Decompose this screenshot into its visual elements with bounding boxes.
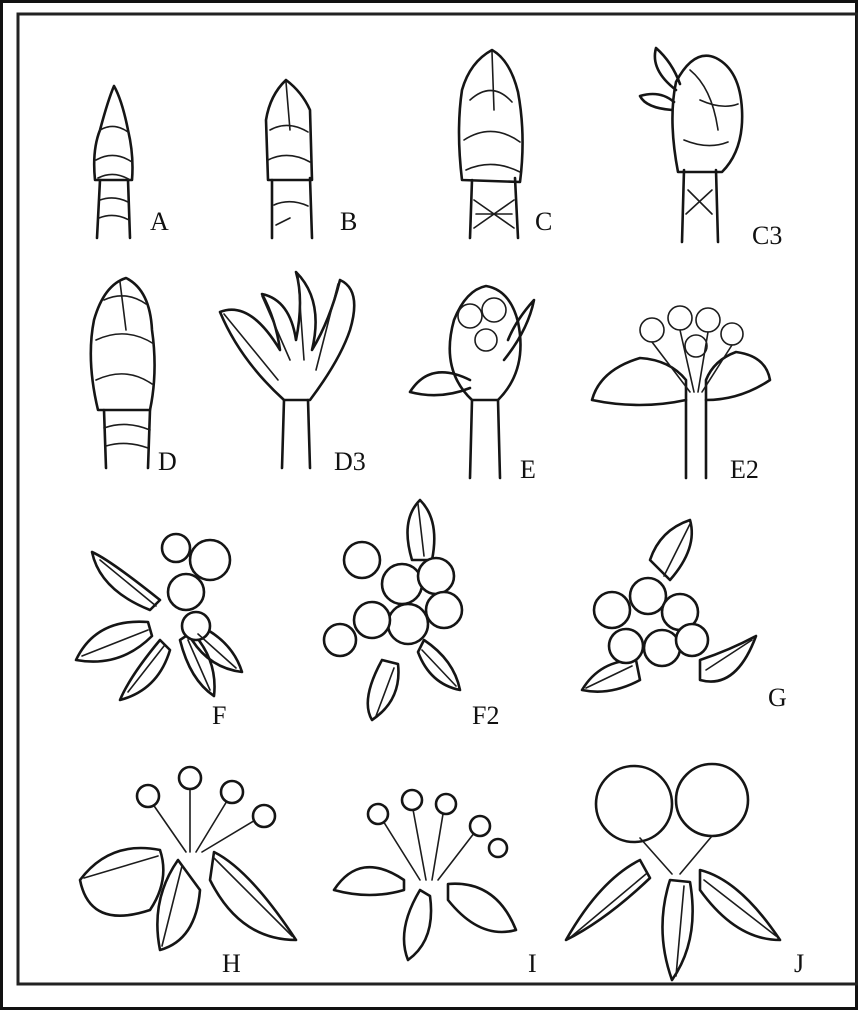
label-j: J bbox=[794, 949, 804, 978]
label-d3: D3 bbox=[334, 447, 366, 476]
label-g: G bbox=[768, 683, 787, 712]
stage-h-drawing bbox=[80, 767, 296, 950]
stage-e-drawing bbox=[410, 286, 534, 478]
label-e2: E2 bbox=[730, 455, 759, 484]
stage-c-drawing bbox=[459, 50, 523, 238]
stage-f2-drawing bbox=[324, 500, 462, 720]
label-i: I bbox=[528, 949, 537, 978]
label-d: D bbox=[158, 447, 177, 476]
stage-f-drawing bbox=[76, 534, 242, 700]
label-b: B bbox=[340, 207, 357, 236]
stage-g-drawing bbox=[582, 520, 756, 692]
label-c3: C3 bbox=[752, 221, 782, 250]
label-f: F bbox=[212, 701, 226, 730]
label-f2: F2 bbox=[472, 701, 499, 730]
stage-d3-drawing bbox=[220, 272, 354, 468]
label-e: E bbox=[520, 455, 536, 484]
stage-b-drawing bbox=[266, 80, 312, 238]
stage-c3-drawing bbox=[640, 48, 742, 242]
label-h: H bbox=[222, 949, 241, 978]
stage-i-drawing bbox=[334, 790, 516, 960]
stage-e2-drawing bbox=[592, 306, 770, 478]
label-a: A bbox=[150, 207, 169, 236]
stage-a-drawing bbox=[94, 86, 132, 238]
stage-d-drawing bbox=[91, 278, 155, 468]
label-c: C bbox=[535, 207, 552, 236]
stage-j-drawing bbox=[566, 764, 780, 980]
